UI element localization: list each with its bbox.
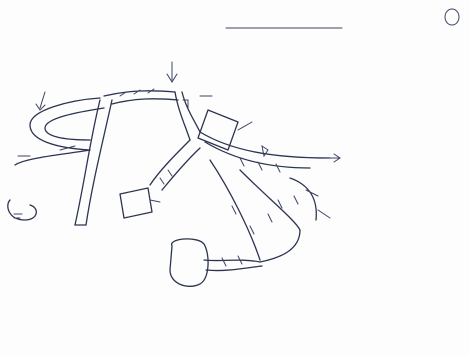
right-branch-inner: [204, 141, 311, 169]
bottom-circle-region: [169, 238, 209, 287]
main-tube-ticks: [231, 195, 299, 235]
main-tube-left: [209, 159, 261, 261]
left-mid-strokes: [17, 145, 76, 157]
center-box-pointer: [149, 199, 161, 203]
center-left-ticks: [159, 169, 173, 185]
right-branch-outer: [199, 131, 331, 159]
left-loop-inner: [44, 107, 105, 141]
stem-left: [174, 91, 191, 141]
left-loop-tail: [14, 149, 91, 166]
arrow-right: [329, 153, 341, 163]
center-left-tube-inner: [161, 147, 201, 191]
center-left-tube-outer: [149, 139, 191, 186]
main-tube-right-b: [259, 229, 301, 263]
stem-right: [181, 91, 201, 133]
bottom-left-hatch: [13, 213, 23, 219]
bottom-connector-a: [203, 259, 261, 263]
arrow-top-left: [35, 91, 46, 111]
bottom-connector-ticks: [221, 255, 243, 267]
right-branch-arrowhead: [261, 144, 269, 158]
center-right-box: [197, 109, 239, 151]
upper-tube-ticks: [119, 88, 155, 97]
title-circle-mark: [444, 8, 460, 26]
left-loop-upper: [29, 97, 101, 151]
left-tube-outer: [74, 99, 101, 226]
main-tube-side-strokes: [305, 189, 331, 219]
upper-tube-inner: [111, 98, 179, 105]
arrow-top-center: [166, 61, 178, 83]
stem-bracket: [182, 99, 189, 109]
bottom-left-curl: [7, 199, 37, 221]
right-branch-ticks: [239, 157, 281, 173]
upper-tube-outer: [103, 90, 176, 97]
left-tube-inner: [85, 99, 113, 226]
main-tube-outer-curve: [289, 177, 317, 221]
header: [225, 8, 460, 29]
center-box: [119, 187, 153, 219]
center-right-box-pointer: [237, 121, 253, 131]
bottom-connector-b: [205, 265, 263, 272]
main-tube-right-a: [239, 169, 301, 231]
